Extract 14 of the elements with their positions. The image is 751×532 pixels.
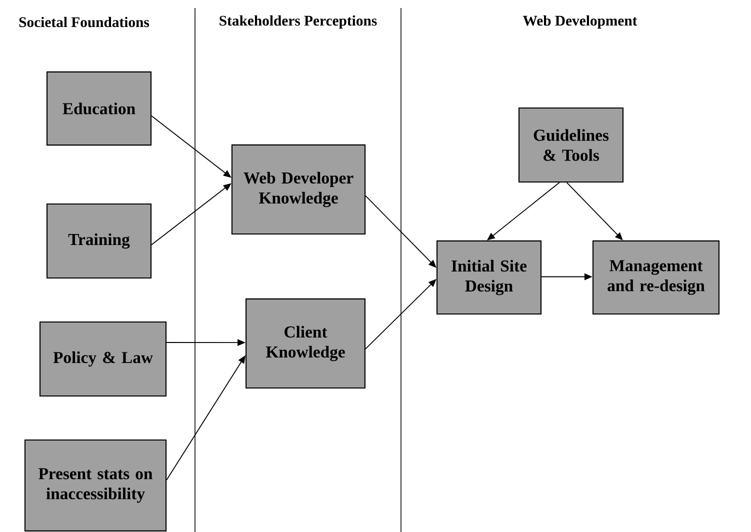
column-heading: Stakeholders Perceptions [220,15,377,29]
process-box: Guidelines & Tools [518,107,624,183]
arrow [365,279,436,350]
process-box: Management and re-design [592,240,720,315]
column-heading: Societal Foundations [19,16,150,28]
process-box: Web Developer Knowledge [231,144,366,235]
process-box: Education [46,71,152,146]
process-box: Policy & Law [39,321,167,397]
column-heading: Web Development [522,15,638,29]
process-box: Client Knowledge [246,298,366,389]
arrow [566,182,623,240]
process-box: Present stats on inaccessibility [24,440,167,532]
process-box: Initial Site Design [436,240,542,315]
process-box: Training [46,203,152,279]
